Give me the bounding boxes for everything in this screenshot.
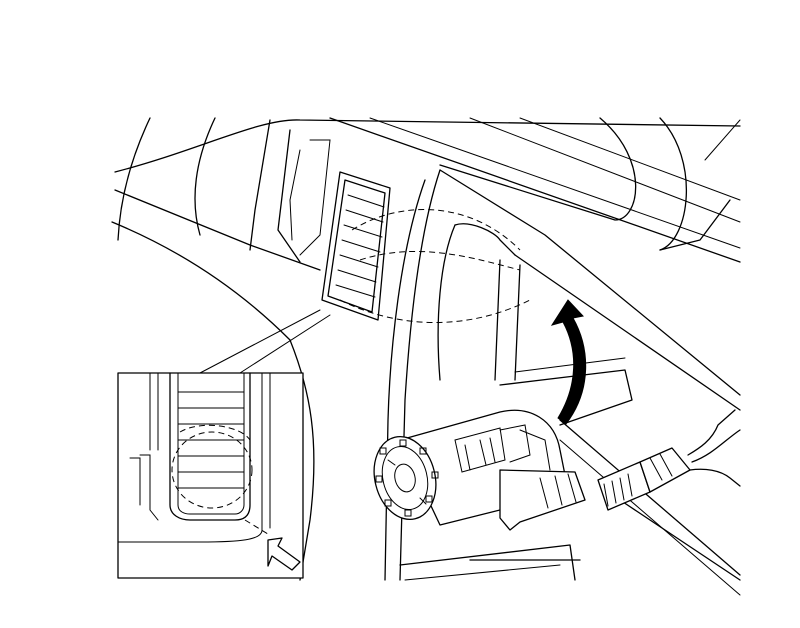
accessory-socket — [373, 409, 586, 531]
air-vent — [321, 171, 531, 323]
removal-direction-arrow — [550, 299, 587, 425]
wiring-connector — [597, 409, 741, 511]
curved-removal-arrow-icon — [550, 299, 587, 425]
inset-detail-view — [117, 309, 331, 579]
hollow-pointer-arrow-icon — [267, 537, 301, 571]
dashboard-panel — [111, 117, 741, 596]
